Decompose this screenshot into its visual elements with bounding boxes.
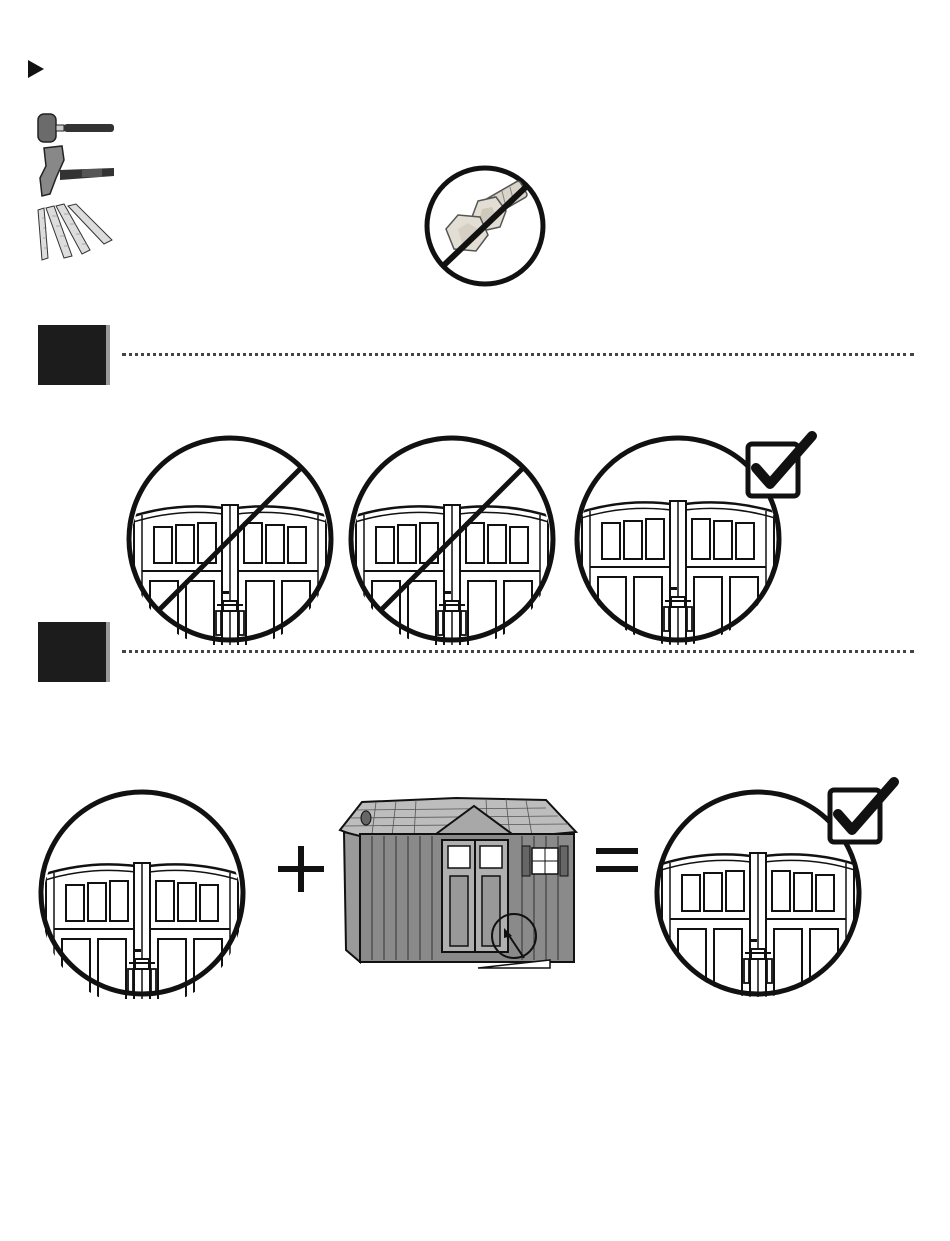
wood-shims-icon	[38, 204, 112, 260]
shed-with-shim-illustration	[336, 790, 580, 972]
no-bolt-nut-icon	[422, 163, 548, 289]
tools-list	[34, 108, 118, 268]
door-alignment-incorrect-1	[124, 433, 336, 645]
claw-hammer-icon	[40, 146, 114, 196]
step-divider	[122, 353, 914, 356]
checkmark-box-icon	[744, 430, 834, 506]
rubber-mallet-icon	[38, 114, 114, 142]
door-misaligned-closeup	[36, 787, 248, 999]
step-number-box	[38, 325, 106, 385]
door-alignment-incorrect-2	[346, 433, 558, 645]
step-divider	[122, 650, 914, 653]
checkmark-box-icon	[826, 776, 916, 852]
plus-icon	[276, 844, 326, 894]
step-number-box	[38, 622, 106, 682]
equals-icon	[594, 846, 640, 874]
play-triangle-icon	[28, 60, 44, 78]
